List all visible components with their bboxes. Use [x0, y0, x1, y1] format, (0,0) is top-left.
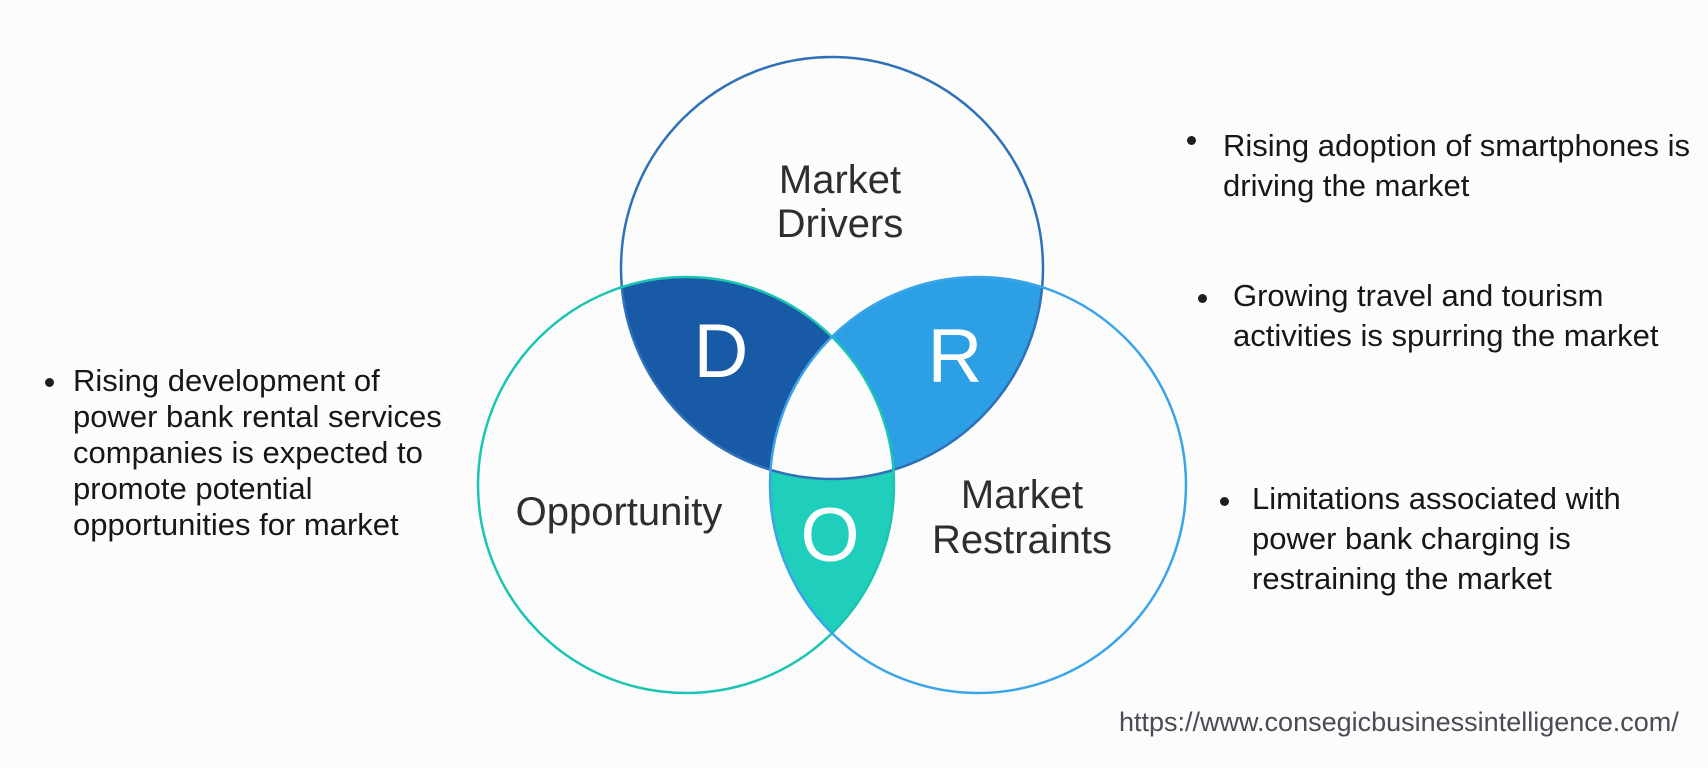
drivers-circle-outline [619, 55, 1045, 481]
bullet-dot [1198, 294, 1207, 303]
bullet-dot [1187, 136, 1196, 145]
source-url: https://www.consegicbusinessintelligence… [1119, 707, 1679, 737]
bullet-driver-2: Growing travel and tourism activities is… [1198, 276, 1659, 356]
opportunity-label: Opportunity [516, 490, 723, 534]
drivers-label-line2: Drivers [777, 202, 904, 246]
bullet-text-line: activities is spurring the market [1233, 318, 1659, 353]
bullet-text-line: driving the market [1223, 168, 1470, 203]
bullet-restraint: Limitations associated with power bank c… [1220, 479, 1621, 599]
bullet-text-line: Rising adoption of smartphones is [1223, 128, 1690, 163]
restraints-label-line2: Restraints [932, 518, 1112, 562]
letter-d: D [694, 309, 749, 394]
bullet-dot [45, 378, 54, 387]
bullet-text-line: power bank charging is [1252, 521, 1571, 556]
letter-r: R [928, 314, 983, 399]
bullet-text-line: Rising development of [73, 363, 380, 398]
bullet-text-line: opportunities for market [73, 507, 399, 542]
bullet-text-line: power bank rental services [73, 399, 442, 434]
bullet-driver-1: Rising adoption of smartphones is drivin… [1187, 126, 1690, 206]
region-drivers-restraints [770, 277, 1043, 479]
restraints-label-line1: Market [961, 473, 1083, 517]
restraints-circle-outline [768, 275, 1188, 695]
drivers-label-line1: Market [779, 158, 901, 202]
bullet-text-line: Growing travel and tourism [1233, 278, 1604, 313]
bullet-opportunity: Rising development of power bank rental … [45, 363, 442, 543]
bullet-text-line: Limitations associated with [1252, 481, 1621, 516]
bullet-text-line: companies is expected to [73, 435, 423, 470]
bullet-dot [1220, 497, 1229, 506]
letter-o: O [800, 493, 859, 578]
bullet-text-line: promote potential [73, 471, 313, 506]
opportunity-circle-outline [476, 275, 896, 695]
bullet-text-line: restraining the market [1252, 561, 1552, 596]
region-drivers-opportunity [621, 277, 894, 479]
